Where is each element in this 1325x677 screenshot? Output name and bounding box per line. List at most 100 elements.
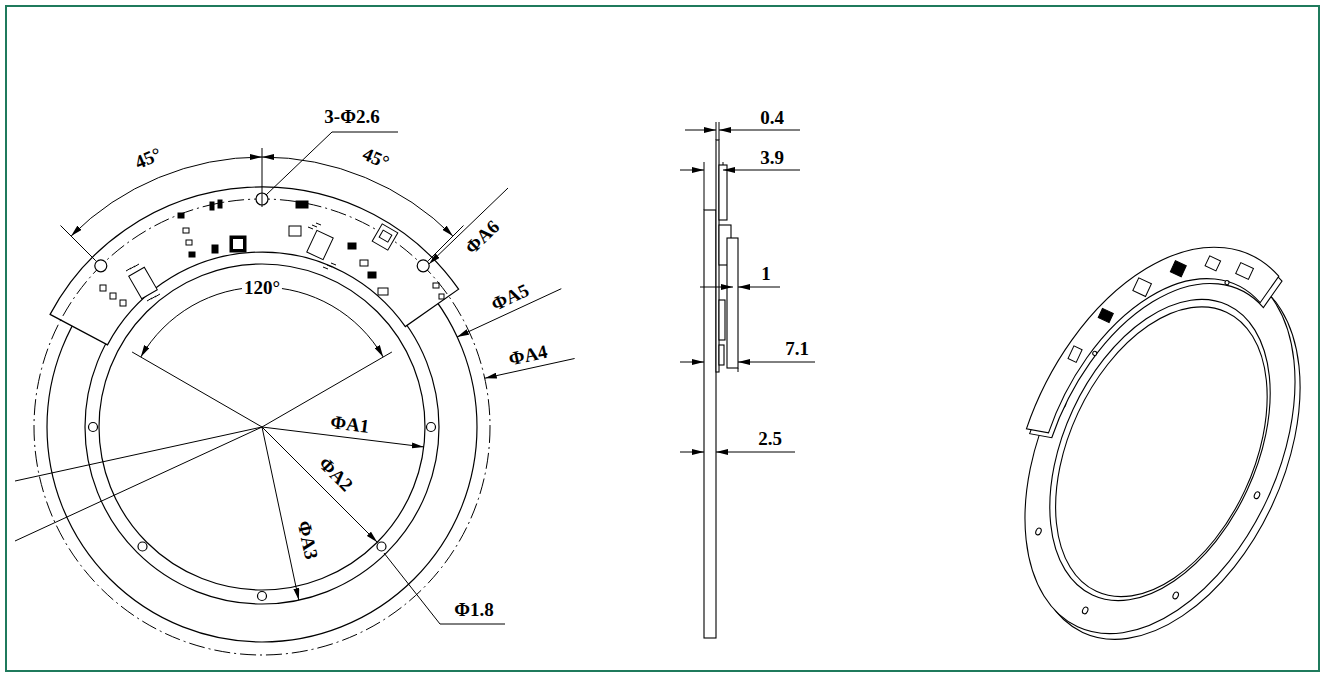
dimension-label: 7.1	[783, 338, 811, 359]
isometric-view-part-part	[1205, 256, 1221, 271]
side-dimensions-part	[680, 170, 704, 171]
pcb-components-part	[126, 264, 160, 301]
pcb-components-part	[212, 245, 218, 253]
side-dimensions-part	[685, 130, 716, 131]
mount-holes-part	[95, 260, 107, 272]
isometric-view-part-part	[1068, 346, 1082, 362]
side-view-part	[704, 210, 716, 638]
ring-holes-part	[89, 423, 98, 432]
side-dimensions-part	[680, 362, 704, 363]
dimension-lines-part	[71, 157, 262, 236]
pcb-arc	[50, 187, 459, 345]
side-dimensions-part	[738, 362, 815, 363]
side-dimensions-part	[738, 287, 780, 288]
dimension-label: 2.5	[756, 428, 784, 449]
dimension-lines-part	[15, 427, 262, 541]
isometric-view-part-part	[1133, 278, 1152, 297]
pcb-components-part	[230, 236, 246, 252]
isometric-view-part	[1068, 214, 1253, 414]
pcb-components-part	[289, 226, 301, 236]
pcb-components-part	[348, 243, 356, 249]
side-view-part	[719, 300, 725, 340]
pcb-components-part	[183, 228, 189, 233]
side-dimensions-part	[723, 162, 724, 165]
dimension-label: ΦA4	[504, 340, 550, 369]
side-view-part	[719, 165, 727, 220]
side-dimensions-part	[738, 368, 739, 372]
dimension-label: ΦA5	[486, 278, 534, 315]
dimension-label: ΦA6	[459, 214, 505, 259]
pcb-components-part	[378, 288, 388, 295]
ring-holes-part	[377, 542, 386, 551]
dimension-lines-part	[132, 352, 262, 427]
dimension-label: 120°	[242, 277, 282, 298]
pcb-components-part	[218, 200, 222, 208]
isometric-view-part	[1025, 199, 1282, 498]
pcb-components-part	[433, 283, 439, 288]
dimension-label: 3.9	[758, 147, 786, 168]
dimension-label: ΦA3	[293, 517, 322, 563]
side-view	[704, 140, 738, 638]
pcb-components-part	[210, 202, 214, 210]
pcb-components	[100, 200, 444, 306]
dimension-label: 1	[759, 263, 773, 284]
side-dimensions-part	[680, 452, 704, 453]
isometric-view-part-part	[1098, 308, 1113, 322]
dimension-label: Φ1.8	[452, 599, 496, 620]
pcb-components-part	[307, 230, 333, 259]
pcb-components-part	[189, 252, 195, 257]
isometric-view-part-part	[1170, 261, 1186, 277]
isometric-view	[957, 199, 1325, 677]
side-view-part	[719, 345, 724, 365]
isometric-view-part-part	[1035, 527, 1042, 535]
pcb-components-part	[233, 239, 243, 249]
pcb-components-part	[296, 201, 308, 208]
side-dimensions-part	[719, 130, 800, 131]
pcb-components-part	[120, 300, 126, 306]
isometric-view-part-part	[1236, 263, 1254, 280]
mount-holes-part	[417, 260, 429, 272]
isometric-view-part	[1013, 273, 1310, 630]
dimension-lines-part	[266, 132, 398, 195]
dimension-lines-part	[15, 427, 262, 481]
dimension-lines-part	[428, 226, 463, 261]
pcb-components-part	[439, 294, 444, 299]
pcb-components-part	[368, 272, 376, 278]
dimension-lines-part	[384, 553, 505, 624]
frame-border	[6, 6, 1319, 671]
ring-holes-part	[427, 423, 436, 432]
pcb-components-part	[308, 223, 336, 269]
bolt-circle	[34, 199, 490, 655]
pcb-components-part	[100, 285, 106, 291]
side-dimensions	[680, 122, 815, 452]
side-dimensions-part	[704, 162, 705, 210]
dimension-lines-part	[141, 287, 383, 357]
pcb-components-part	[372, 224, 398, 250]
dimension-lines-part	[429, 188, 508, 264]
dimension-label: 45°	[358, 142, 394, 173]
isometric-view-part-part	[1253, 491, 1260, 499]
isometric-view-part	[984, 401, 1260, 660]
pcb-components-part	[129, 267, 158, 299]
ring-holes-part	[138, 542, 147, 551]
dimension-label: 3-Φ2.6	[322, 106, 381, 127]
dimension-lines-part	[262, 148, 263, 207]
pcb-components-part	[360, 260, 368, 266]
isometric-view-part	[1005, 264, 1314, 635]
side-dimensions-part	[719, 122, 720, 140]
side-dimensions-part	[723, 170, 800, 171]
ring-holes-part	[258, 592, 267, 601]
dimension-label: ΦA2	[313, 451, 358, 496]
isometric-view-part-part	[1092, 351, 1097, 356]
pcb-components-part	[379, 230, 392, 242]
side-view-part	[727, 238, 738, 368]
dimension-lines-part	[262, 427, 377, 542]
front-view	[34, 187, 490, 655]
pcb-components-part	[178, 213, 184, 218]
dimension-lines-part	[262, 157, 453, 236]
dimension-lines	[15, 132, 575, 624]
isometric-view-part-part	[1172, 591, 1179, 599]
